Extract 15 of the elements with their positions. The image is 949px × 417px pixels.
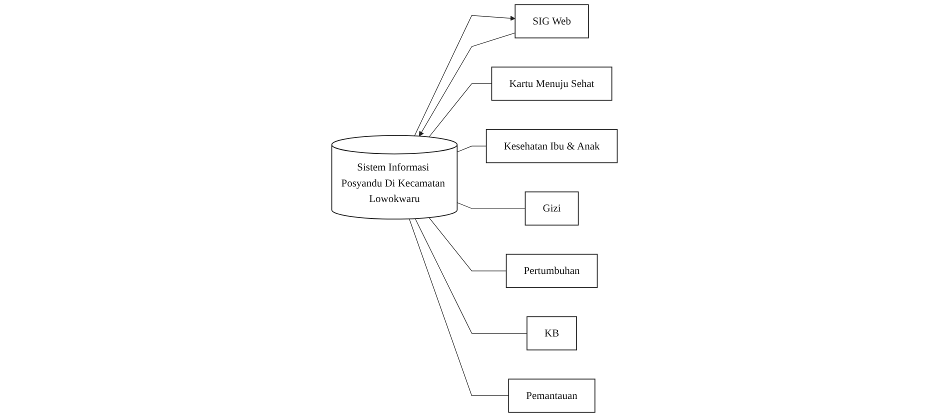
connector (408, 218, 509, 396)
connector (414, 218, 528, 334)
node-box: KB (526, 316, 577, 350)
connector (428, 217, 507, 272)
connector (456, 202, 526, 209)
connector (456, 146, 487, 152)
connector (428, 83, 492, 138)
arrow (414, 15, 516, 136)
node-box: Pemantauan (508, 378, 596, 413)
node-box: Kartu Menuju Sehat (491, 66, 612, 101)
node-box: Pertumbuhan (506, 254, 598, 288)
node-box: SIG Web (514, 4, 589, 38)
node-box: Kesehatan Ibu & Anak (486, 129, 618, 164)
node-box: Gizi (524, 191, 579, 226)
arrow (418, 32, 516, 136)
